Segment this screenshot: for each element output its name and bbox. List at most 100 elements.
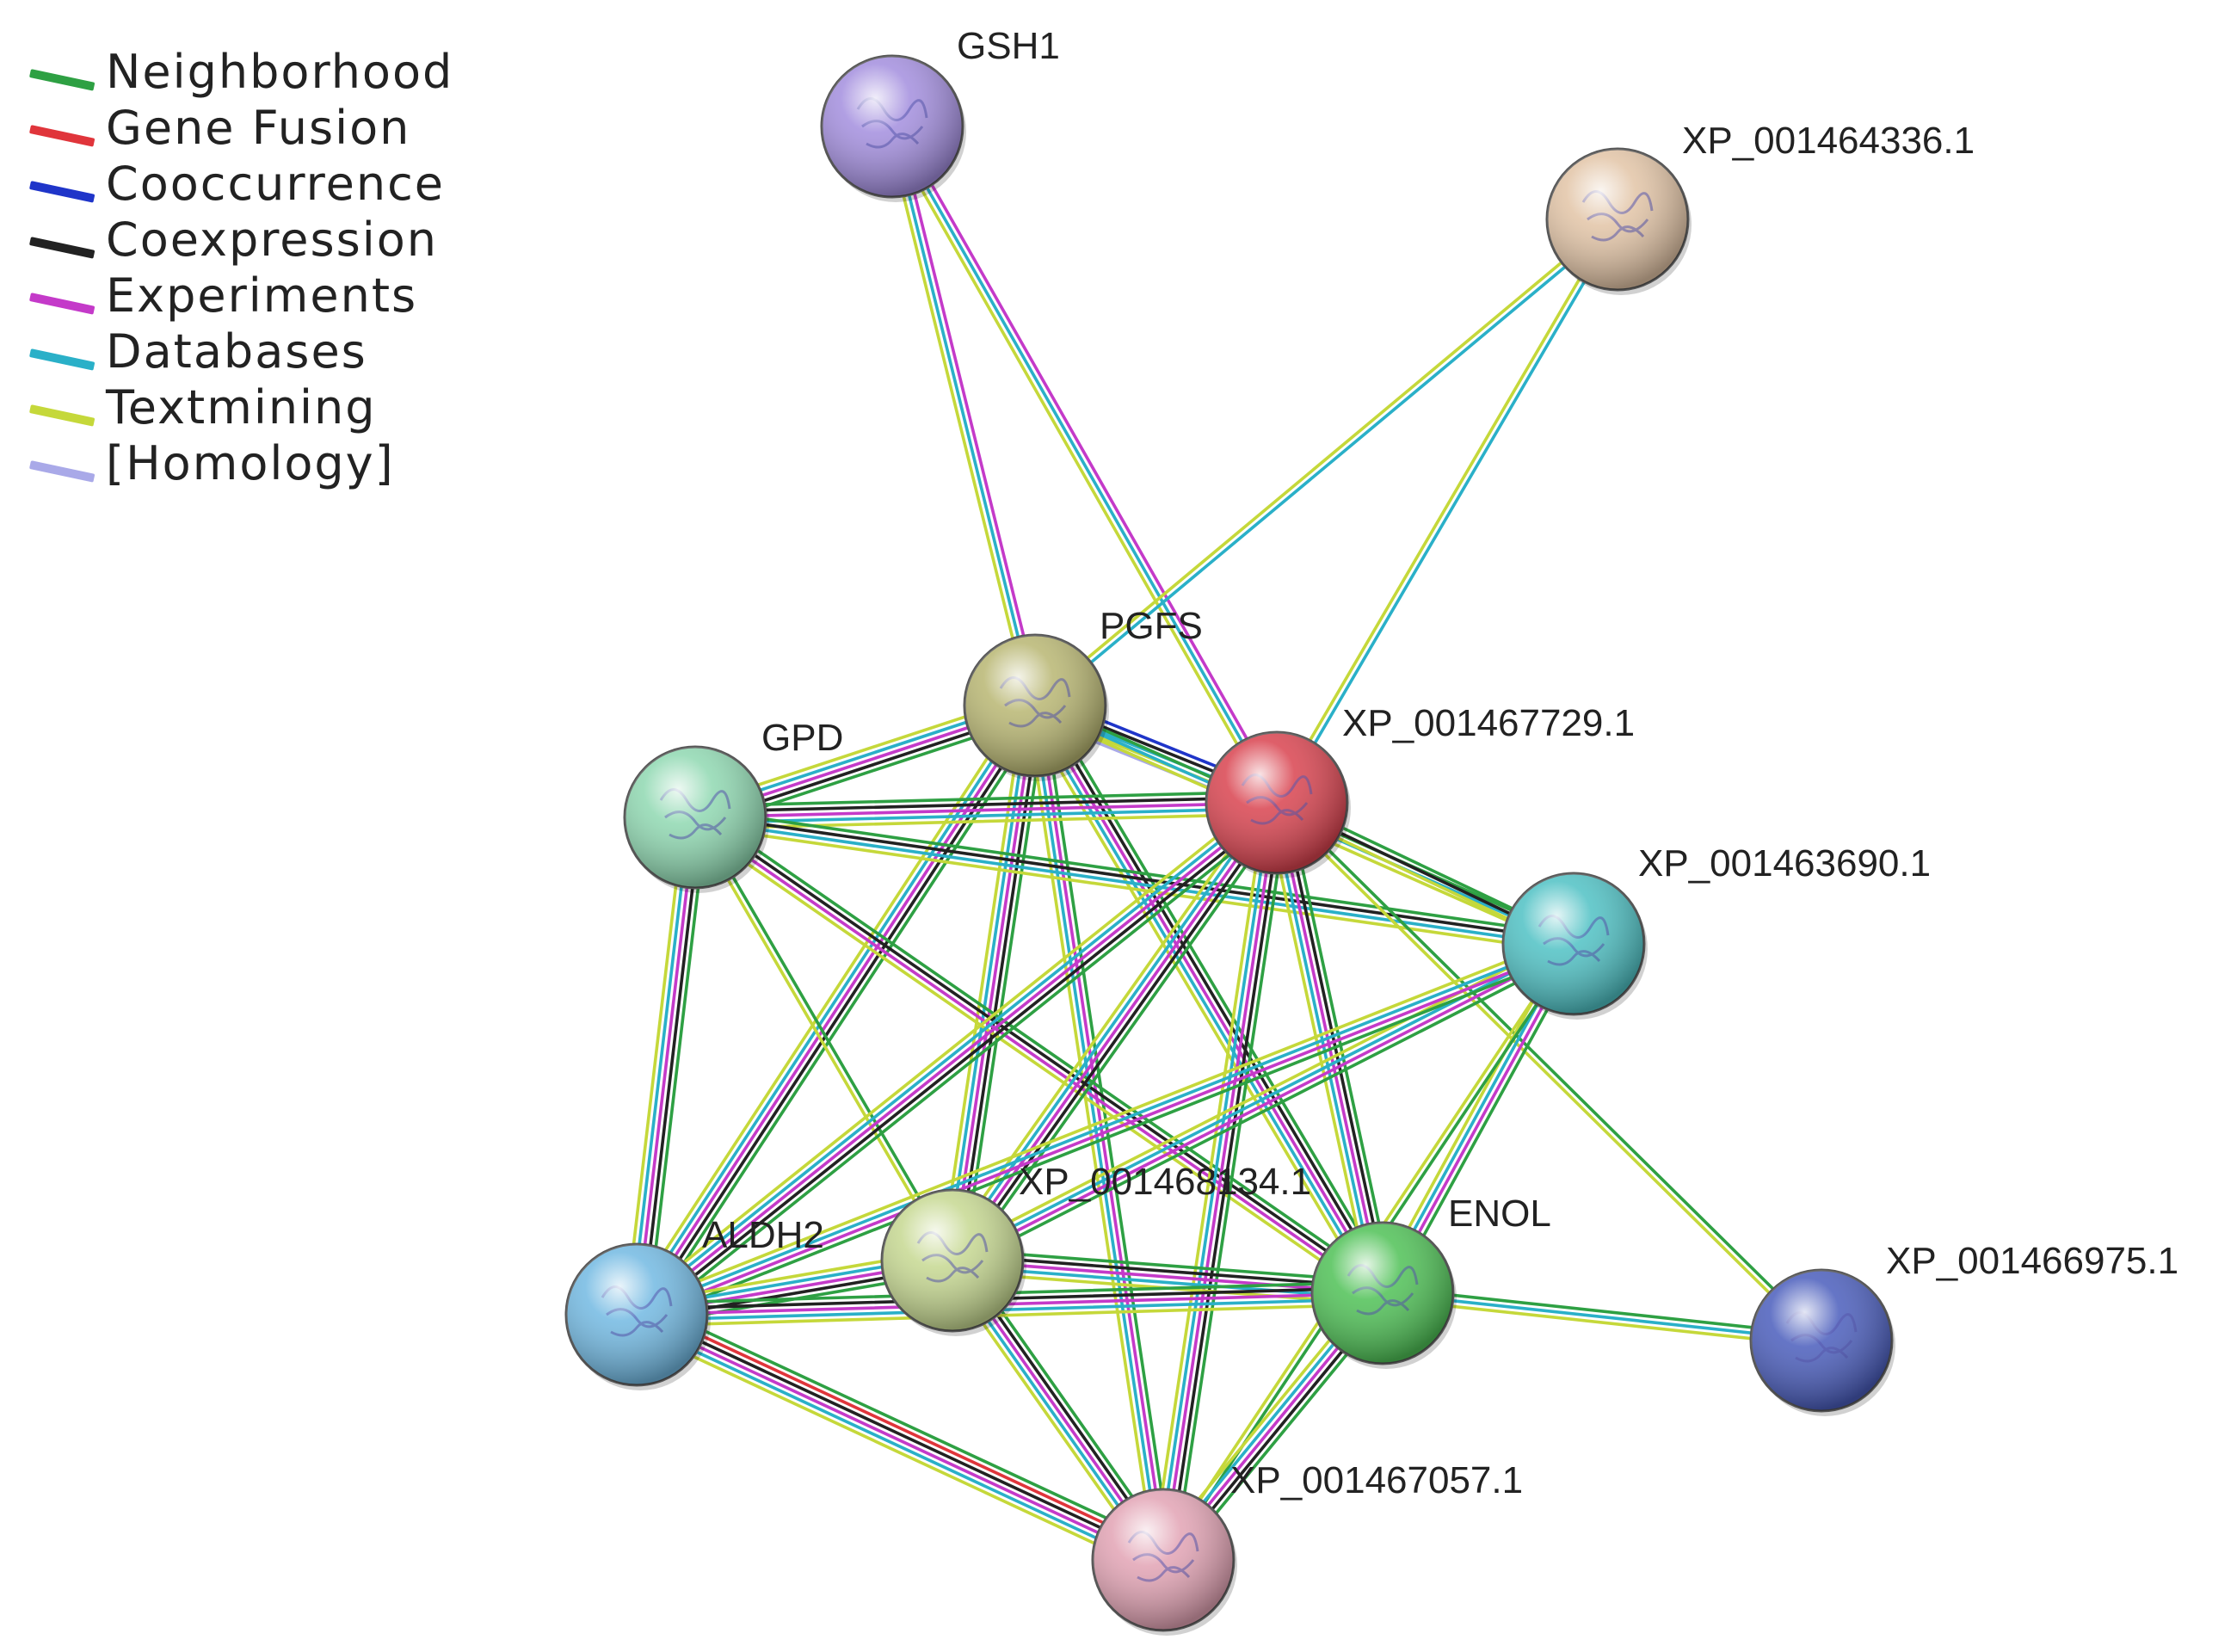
legend-item-gene-fusion: Gene Fusion xyxy=(28,101,546,157)
edge-evidence-databases xyxy=(1269,802,1379,1297)
edge-evidence-textmining xyxy=(632,934,1573,1309)
protein-node[interactable]: XP_001467057.1 xyxy=(1091,1459,1523,1636)
legend-item-homology: [Homology] xyxy=(28,436,546,492)
edge-evidence-textmining xyxy=(692,823,1575,954)
protein-node[interactable]: ENOL xyxy=(1310,1193,1551,1369)
edge-evidence-textmining xyxy=(635,1303,1385,1328)
protein-node[interactable]: XP_001463690.1 xyxy=(1501,842,1931,1020)
edge-evidence-textmining xyxy=(1150,799,1267,1560)
edge-evidence-neighborhood xyxy=(1381,1285,1824,1337)
edge-evidence-databases xyxy=(1035,219,1621,710)
edge-evidence-textmining xyxy=(1025,705,1157,1563)
edge-evidence-textmining xyxy=(628,792,1272,1308)
edge-evidence-coexpression xyxy=(1167,802,1285,1563)
edge-evidence-textmining xyxy=(885,127,1274,808)
legend-label: Neighborhood xyxy=(106,45,454,99)
edge-evidence-databases xyxy=(946,798,1274,1260)
edge-evidence-experiments xyxy=(1162,801,1279,1562)
edge-evidence-textmining xyxy=(884,126,1032,709)
edge-evidence-experiments xyxy=(951,801,1279,1262)
node-gloss xyxy=(1093,1489,1234,1630)
node-gloss xyxy=(1751,1270,1892,1411)
edge-evidence-experiments xyxy=(1033,704,1384,1295)
legend-swatch xyxy=(28,293,96,315)
edge-evidence-neighborhood xyxy=(694,807,1577,938)
edge-evidence-experiments xyxy=(635,704,1037,1316)
legend-swatch xyxy=(28,460,96,483)
protein-node[interactable]: ALDH2 xyxy=(564,1214,824,1390)
legend-item-databases: Databases xyxy=(28,324,546,380)
edge-GPD-XP_001463690.1 xyxy=(692,807,1577,954)
protein-node[interactable]: XP_001468134.1 xyxy=(880,1161,1311,1336)
protein-node[interactable]: PGFS xyxy=(963,605,1203,781)
node-label: XP_001468134.1 xyxy=(1019,1161,1311,1203)
node-label: XP_001467057.1 xyxy=(1230,1459,1523,1501)
edge-evidence-experiments xyxy=(895,121,1284,802)
edge-evidence-textmining xyxy=(691,817,952,1264)
node-gloss xyxy=(822,56,963,197)
legend-swatch xyxy=(28,125,96,147)
edge-evidence-textmining xyxy=(624,814,686,1316)
edge-evidence-neighborhood xyxy=(638,950,1579,1324)
edge-ENOL-XP_001466975.1 xyxy=(1380,1285,1824,1348)
edge-evidence-textmining xyxy=(1032,215,1618,706)
edge-evidence-databases xyxy=(629,815,692,1316)
edge-evidence-neighborhood xyxy=(644,710,1046,1322)
edge-evidence-databases xyxy=(1155,800,1273,1561)
edge-XP_001463690.1-ALDH2 xyxy=(632,934,1579,1324)
node-label: ALDH2 xyxy=(702,1214,824,1256)
edge-evidence-databases xyxy=(632,1321,1162,1569)
edge-XP_001467729.1-XP_001468134.1 xyxy=(941,794,1288,1269)
edge-evidence-experiments xyxy=(692,817,1383,1298)
legend-swatch xyxy=(28,69,96,91)
node-label: ENOL xyxy=(1448,1193,1551,1235)
edge-evidence-coexpression xyxy=(693,795,1279,814)
edge-evidence-coexpression xyxy=(638,805,1282,1321)
edge-evidence-coexpression xyxy=(951,1253,1385,1290)
edge-GPD-ALDH2 xyxy=(624,814,708,1318)
edge-evidence-neighborhood xyxy=(698,809,1390,1288)
edge-evidence-neighborhood xyxy=(693,790,1279,808)
protein-node[interactable]: XP_001466975.1 xyxy=(1749,1240,2178,1416)
edge-evidence-neighborhood xyxy=(642,810,1285,1325)
edge-evidence-neighborhood xyxy=(641,1300,1171,1550)
edge-evidence-databases xyxy=(1278,219,1622,806)
edge-evidence-experiments xyxy=(635,801,1279,1316)
node-label: GPD xyxy=(761,717,843,759)
edge-GSH1-XP_001467729.1 xyxy=(885,121,1284,808)
legend-swatch xyxy=(28,237,96,259)
node-label: XP_001466975.1 xyxy=(1886,1240,2178,1282)
edge-XP_001464336.1-XP_001467729.1 xyxy=(1273,216,1622,806)
edge-GPD-ENOL xyxy=(688,809,1390,1302)
legend-label: Textmining xyxy=(106,380,377,435)
legend-label: Coexpression xyxy=(106,213,439,267)
node-gloss xyxy=(1547,149,1688,290)
edge-evidence-databases xyxy=(1030,704,1162,1563)
node-gloss xyxy=(566,1244,707,1385)
edge-evidence-neighborhood xyxy=(1173,803,1290,1563)
node-gloss xyxy=(625,747,766,888)
edge-evidence-databases xyxy=(890,125,1037,707)
edge-evidence-experiments xyxy=(951,1259,1384,1295)
edge-evidence-textmining xyxy=(688,823,1380,1302)
edge-evidence-coexpression xyxy=(640,816,703,1317)
edge-evidence-textmining xyxy=(1273,803,1821,1345)
legend-item-textmining: Textmining xyxy=(28,380,546,436)
edge-evidence-databases xyxy=(890,125,1279,804)
node-label: XP_001464336.1 xyxy=(1682,120,1975,162)
edge-evidence-neighborhood xyxy=(696,814,957,1261)
edge-evidence-experiments xyxy=(635,816,697,1316)
edge-evidence-experiments xyxy=(633,1316,1164,1564)
edge-evidence-databases xyxy=(693,806,1279,825)
protein-node[interactable]: GSH1 xyxy=(820,25,1060,202)
edge-XP_001467729.1-XP_001467057.1 xyxy=(1150,799,1290,1563)
edge-evidence-experiments xyxy=(636,945,1576,1319)
legend-label: [Homology] xyxy=(106,436,395,490)
protein-node[interactable]: GPD xyxy=(623,717,843,893)
protein-node[interactable]: XP_001467729.1 xyxy=(1205,702,1635,878)
node-label: XP_001467729.1 xyxy=(1342,702,1635,744)
edge-evidence-databases xyxy=(693,818,1575,949)
edge-evidence-neighborhood xyxy=(952,1248,1385,1284)
protein-node[interactable]: XP_001464336.1 xyxy=(1545,120,1975,295)
